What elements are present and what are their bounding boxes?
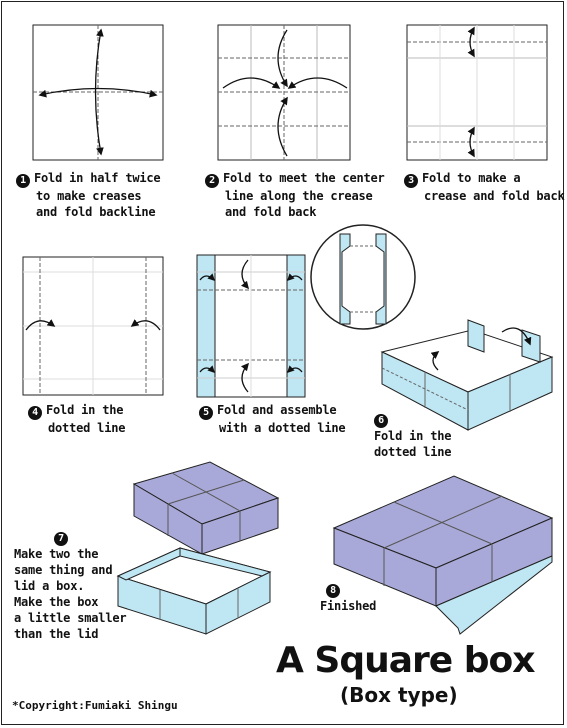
step-7-number: 7 [54,532,68,546]
page-title: A Square box [276,640,535,681]
step-8-number: 8 [326,584,340,598]
step-6-number: 6 [374,414,388,428]
step-4-line-2: dotted line [48,421,126,435]
step-2-text: 2 Fold to meet the center line along the … [205,170,385,220]
step-1-line-1: Fold in half twice [34,171,161,185]
step-1-line-2: to make creases [36,189,142,203]
step-1-text: 1 Fold in half twice to make creases and … [16,170,161,220]
step-6-line-1: Fold in the [374,429,452,443]
step-6-text: 6 Fold in the dotted line [374,410,451,460]
step-2-line-2: line along the crease [225,189,373,203]
step-8-text: 8 Finished [320,580,376,614]
step-2-diagram [217,24,351,161]
page-subtitle: (Box type) [340,683,458,707]
step-3-diagram [406,24,548,161]
step-2-line-1: Fold to meet the center [223,171,385,185]
step-5-detail-circle [310,224,416,330]
step-3-line-2: crease and fold back [424,189,565,203]
step-8-line-1: Finished [320,599,377,613]
step-3-line-1: Fold to make a [422,171,521,185]
step-1-diagram [32,24,164,161]
step-7-line-4: Make the box [14,595,99,609]
step-6-diagram [380,319,554,431]
step-2-line-3: and fold back [225,205,317,219]
step-6-line-2: dotted line [374,445,452,459]
step-7-line-6: than the lid [14,627,99,641]
step-3-text: 3 Fold to make a crease and fold back [404,170,565,204]
step-3-number: 3 [404,174,418,188]
step-5-diagram [196,254,306,398]
step-1-number: 1 [16,174,30,188]
step-5-text: 5 Fold and assemble with a dotted line [199,402,346,436]
step-4-number: 4 [28,406,42,420]
step-2-number: 2 [205,174,219,188]
step-5-line-1: Fold and assemble [217,403,337,417]
step-7-text: 7 Make two the same thing and lid a box.… [14,528,127,642]
step-4-line-1: Fold in the [46,403,124,417]
step-7-diagram [116,461,280,635]
copyright-text: *Copyright:Fumiaki Shingu [12,699,178,712]
step-1-line-3: and fold backline [36,205,156,219]
step-5-line-2: with a dotted line [219,421,346,435]
step-7-line-3: lid a box. [14,579,85,593]
step-8-diagram [332,475,554,635]
step-4-text: 4 Fold in the dotted line [28,402,125,436]
step-7-line-2: same thing and [14,563,113,577]
step-7-line-1: Make two the [14,547,99,561]
step-5-number: 5 [199,406,213,420]
step-7-line-5: a little smaller [14,611,127,625]
step-4-diagram [22,256,164,396]
